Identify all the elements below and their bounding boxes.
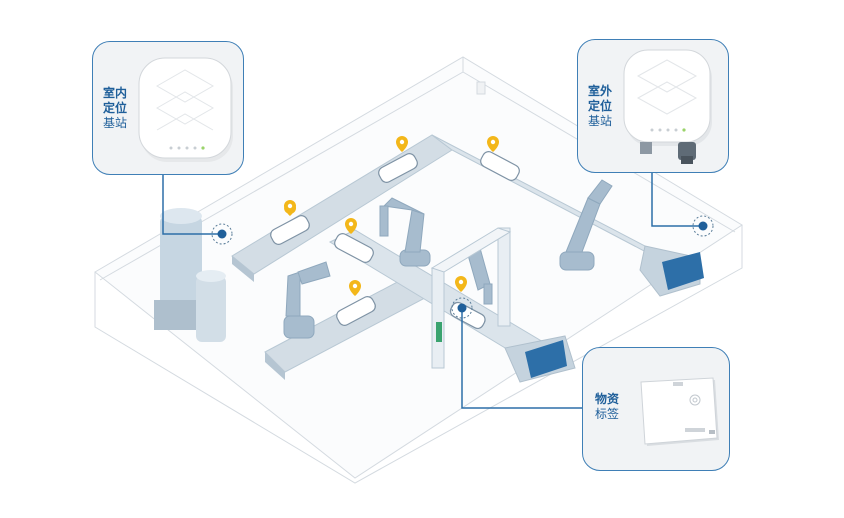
indoor-base-station-card: 室内 定位 基站 [92, 41, 244, 175]
connector-lines [162, 171, 702, 409]
robot-arm-icon [283, 261, 331, 339]
signal-marker-icon [211, 223, 233, 245]
robot-arm-icon [559, 179, 613, 271]
storage-tanks [154, 208, 226, 342]
indoor-base-station-image [138, 57, 233, 162]
car-icon [480, 151, 520, 181]
outdoor-label-line3: 基站 [588, 114, 613, 128]
asset-tag-card: 物资 标签 [582, 347, 730, 471]
location-pin-icon [345, 218, 357, 234]
robot-arms [283, 179, 613, 339]
outdoor-base-station-label: 室外 定位 基站 [588, 84, 612, 129]
location-pin-icon [455, 276, 467, 292]
indoor-label-line1: 室内 [103, 86, 128, 100]
asset-tag-label: 物资 标签 [595, 392, 619, 422]
tag-label-line2: 标签 [595, 407, 620, 421]
gantry [430, 227, 512, 369]
signal-marker-icon [451, 297, 473, 319]
car-icon [334, 233, 374, 263]
car-icon [270, 215, 310, 245]
signal-markers [211, 215, 714, 319]
outdoor-label-line2: 定位 [588, 99, 613, 113]
location-pin-icon [349, 280, 361, 296]
outdoor-label-line1: 室外 [588, 84, 613, 98]
tag-label-line1: 物资 [595, 392, 620, 406]
indoor-label-line3: 基站 [103, 116, 128, 130]
indoor-base-station-label: 室内 定位 基站 [103, 86, 127, 131]
signal-marker-icon [692, 215, 714, 237]
asset-tag-image [640, 377, 719, 446]
outdoor-base-station-image [623, 49, 712, 164]
location-pin-icon [396, 136, 408, 152]
car-icon [336, 296, 376, 326]
robot-arm-icon [379, 197, 431, 267]
location-pins [284, 136, 499, 296]
location-pin-icon [284, 200, 297, 216]
car-icon [378, 153, 418, 183]
outdoor-base-station-card: 室外 定位 基站 [577, 39, 729, 173]
location-pin-icon [487, 136, 499, 152]
indoor-label-line2: 定位 [103, 101, 128, 115]
